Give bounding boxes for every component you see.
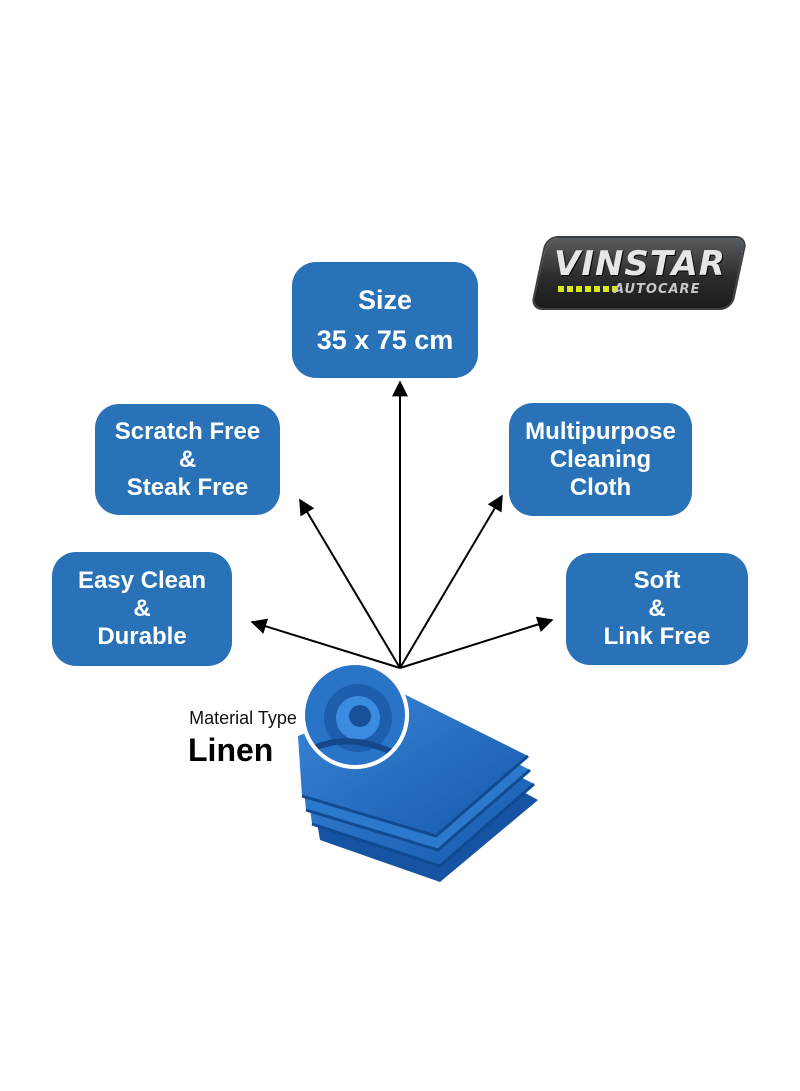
feature-soft-line3: Link Free bbox=[603, 623, 711, 650]
logo-led-bar-icon bbox=[558, 286, 618, 292]
feature-scratch-line3: Steak Free bbox=[126, 473, 249, 501]
feature-scratch-box: Scratch Free & Steak Free bbox=[95, 404, 280, 515]
towel-product-image bbox=[298, 661, 538, 882]
feature-scratch-line2: & bbox=[178, 445, 197, 473]
arrow-multipurpose bbox=[399, 494, 503, 669]
feature-easy-clean-line3: Durable bbox=[97, 623, 187, 650]
arrow-soft bbox=[399, 616, 554, 669]
material-value: Linen bbox=[188, 732, 274, 768]
brand-name: VINSTAR bbox=[554, 244, 726, 284]
feature-soft-box: Soft & Link Free bbox=[566, 553, 748, 665]
feature-multipurpose-line1: Multipurpose bbox=[525, 417, 676, 445]
feature-easy-clean-box: Easy Clean & Durable bbox=[52, 552, 232, 666]
arrow-easy-clean bbox=[250, 618, 401, 669]
feature-multipurpose-box: Multipurpose Cleaning Cloth bbox=[509, 403, 692, 516]
feature-size-box: Size 35 x 75 cm bbox=[292, 262, 478, 378]
arrow-scratch bbox=[299, 498, 401, 669]
brand-tagline: AUTOCARE bbox=[614, 282, 701, 297]
fabric-closeup-icon bbox=[301, 661, 409, 769]
feature-soft-line1: Soft bbox=[633, 567, 681, 594]
feature-size-title: Size bbox=[357, 285, 413, 315]
feature-easy-clean-line1: Easy Clean bbox=[77, 567, 207, 594]
feature-easy-clean-line2: & bbox=[133, 595, 151, 622]
feature-scratch-line1: Scratch Free bbox=[114, 417, 261, 445]
brand-logo: VINSTAR AUTOCARE bbox=[532, 238, 746, 308]
material-caption: Material Type bbox=[189, 708, 297, 728]
feature-soft-line2: & bbox=[648, 595, 666, 622]
feature-size-value: 35 x 75 cm bbox=[316, 325, 454, 355]
feature-multipurpose-line2: Cleaning bbox=[549, 445, 652, 473]
feature-multipurpose-line3: Cloth bbox=[569, 473, 632, 501]
